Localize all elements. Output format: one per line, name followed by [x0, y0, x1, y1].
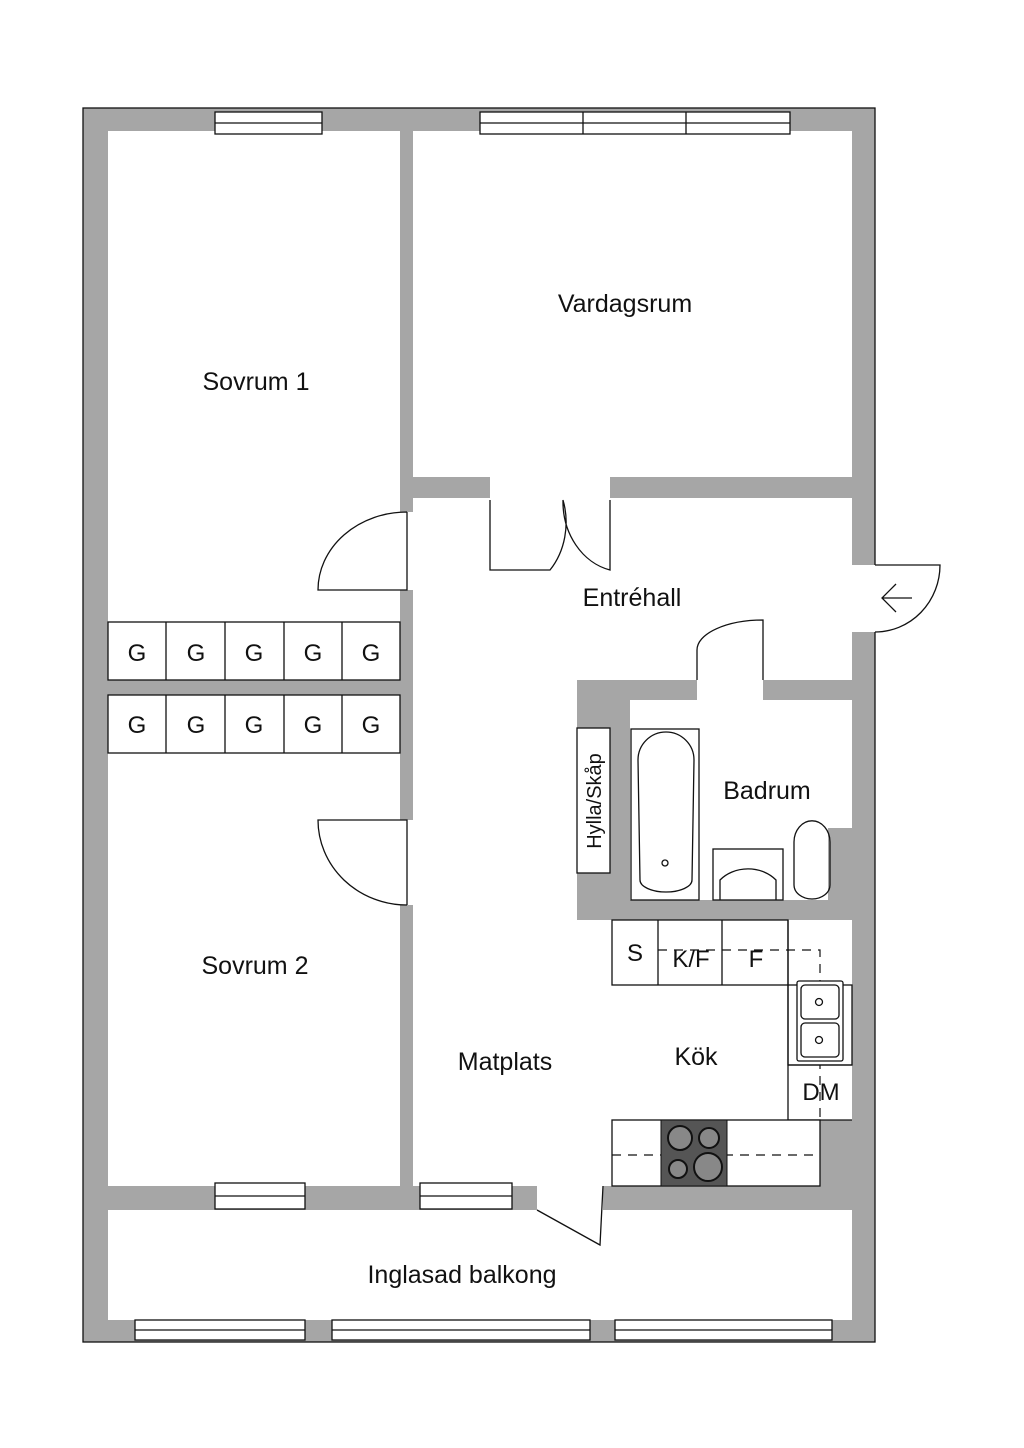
dishwasher-label: DM — [802, 1079, 839, 1106]
kitchen-kf-label: K/F — [672, 946, 709, 973]
doors — [317, 499, 941, 1247]
shelf-cabinet — [576, 727, 611, 874]
closet-label: G — [245, 640, 264, 667]
room-label-balkong: Inglasad balkong — [367, 1261, 556, 1289]
bathroom-fixtures: Hylla/Skåp — [576, 727, 831, 901]
bathtub-icon — [637, 731, 695, 893]
kitchen-sink-icon — [796, 980, 844, 1062]
closet-label: G — [304, 712, 323, 739]
closet-label: G — [128, 712, 147, 739]
shelf-label: Hylla/Skåp — [584, 753, 606, 849]
kitchen-fixtures: S K/F F DM — [611, 919, 853, 1187]
closet-label: G — [187, 640, 206, 667]
closet-label: G — [187, 712, 206, 739]
room-label-matplats: Matplats — [458, 1048, 552, 1076]
room-label-entrehall: Entréhall — [583, 584, 682, 612]
toilet-icon — [793, 820, 831, 900]
closet-label: G — [362, 712, 381, 739]
kitchen-f-label: F — [749, 946, 764, 973]
room-label-sovrum2: Sovrum 2 — [202, 952, 309, 980]
room-label-vardagsrum: Vardagsrum — [558, 290, 692, 318]
room-spaces — [108, 131, 876, 1320]
sink-icon — [719, 868, 777, 900]
closet-label: G — [304, 640, 323, 667]
closet-label: G — [245, 712, 264, 739]
windows — [134, 111, 833, 1341]
room-label-kok: Kök — [674, 1043, 718, 1071]
room-label-sovrum1: Sovrum 1 — [203, 368, 310, 396]
room-label-badrum: Badrum — [723, 777, 811, 805]
kitchen-s-label: S — [627, 940, 643, 967]
closets: G G G G G G G G G G — [107, 621, 401, 754]
entrance-arrow-icon — [881, 583, 912, 613]
closet-label: G — [128, 640, 147, 667]
closet-label: G — [362, 640, 381, 667]
